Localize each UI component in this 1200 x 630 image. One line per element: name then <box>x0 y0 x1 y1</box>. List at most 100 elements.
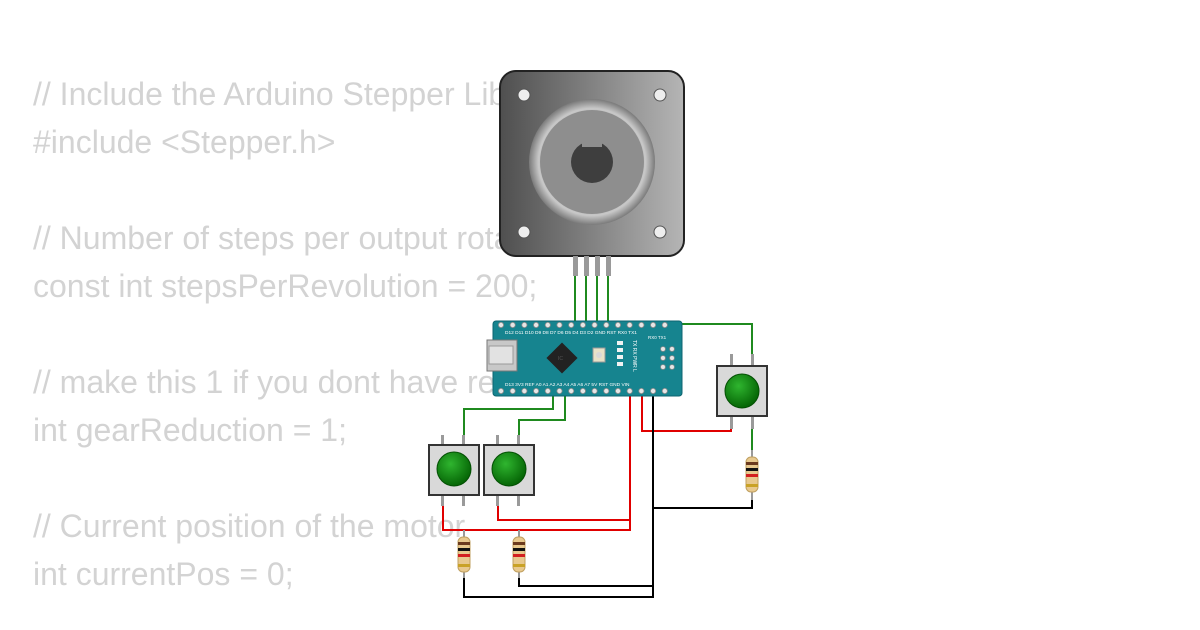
resistor-band <box>746 468 758 471</box>
button-lead <box>730 415 733 429</box>
resistor-1 <box>457 530 471 578</box>
code-line: #include <Stepper.h> <box>33 124 336 160</box>
resistor-right <box>745 450 759 500</box>
icsp-header-label: RX0 TX1 <box>648 335 667 340</box>
header-pin <box>591 387 598 394</box>
top-pin-labels: D12 D11 D10 D9 D8 D7 D6 D5 D4 D3 D2 GND … <box>505 330 637 336</box>
header-pin <box>556 321 563 328</box>
mount-hole <box>517 88 531 102</box>
code-line: int gearReduction = 1; <box>33 412 347 448</box>
resistor-band <box>746 484 758 487</box>
reset-button-cap <box>596 352 602 358</box>
mount-hole <box>653 88 667 102</box>
motor-pin <box>573 256 578 276</box>
header-pin <box>497 387 504 394</box>
icsp-pin <box>669 355 675 361</box>
button-lead <box>730 354 733 368</box>
header-pin <box>603 321 610 328</box>
shaft-flat <box>582 141 602 147</box>
header-pin <box>615 321 622 328</box>
arduino-nano: D12 D11 D10 D9 D8 D7 D6 D5 D4 D3 D2 GND … <box>486 320 683 397</box>
header-pin <box>650 321 657 328</box>
header-pin <box>579 387 586 394</box>
pushbutton-2 <box>483 435 535 506</box>
header-pin <box>626 387 633 394</box>
icsp-pin <box>660 364 666 370</box>
header-pin <box>556 387 563 394</box>
chip-label: IC <box>558 356 563 362</box>
header-pin <box>638 387 645 394</box>
header-pin <box>521 387 528 394</box>
top-pin-row <box>497 321 668 328</box>
button-lead <box>517 492 520 506</box>
resistor-band <box>513 564 525 567</box>
button-lead <box>751 415 754 429</box>
wire-5v-button2 <box>497 505 630 521</box>
motor-pin <box>595 256 600 276</box>
motor-pin <box>584 256 589 276</box>
wire-button2-signal <box>518 391 566 437</box>
button-lead <box>462 435 465 449</box>
button-cap <box>436 451 472 487</box>
icsp-pin <box>669 346 675 352</box>
led-l <box>617 362 623 366</box>
resistor-2 <box>512 530 526 578</box>
led-tx <box>617 341 623 345</box>
header-pin <box>509 387 516 394</box>
code-line: // Current position of the motor <box>33 508 466 544</box>
button-cap <box>491 451 527 487</box>
header-pin <box>568 321 575 328</box>
header-pin <box>509 321 516 328</box>
code-listing: // Include the Arduino Stepper Library#i… <box>33 70 599 598</box>
wire-right-button-signal <box>665 323 753 355</box>
button-lead <box>751 354 754 368</box>
resistor-band <box>513 548 525 551</box>
resistor-band <box>458 548 470 551</box>
resistor-band <box>513 554 525 557</box>
motor-shaft <box>571 141 613 183</box>
header-pin <box>650 387 657 394</box>
header-pin <box>661 387 668 394</box>
resistor-band <box>513 542 525 545</box>
button-lead <box>441 492 444 506</box>
header-pin <box>544 321 551 328</box>
motor-pin <box>606 256 611 276</box>
microcontroller-chip <box>546 342 578 374</box>
header-pin <box>579 321 586 328</box>
mount-hole <box>517 225 531 239</box>
wire-gnd-right <box>653 495 753 509</box>
header-pin <box>521 321 528 328</box>
icsp-pin <box>660 355 666 361</box>
header-pin <box>615 387 622 394</box>
header-pin <box>591 321 598 328</box>
resistor-band <box>746 462 758 465</box>
icsp-pin <box>669 364 675 370</box>
usb-port <box>488 345 514 365</box>
code-line: const int stepsPerRevolution = 200; <box>33 268 538 304</box>
wire-gnd-main <box>463 391 654 598</box>
header-pin <box>568 387 575 394</box>
wire-gnd-button2 <box>518 575 653 587</box>
button-cap <box>724 373 760 409</box>
header-pin <box>626 321 633 328</box>
header-pin <box>533 387 540 394</box>
resistor-band <box>458 554 470 557</box>
header-pin <box>638 321 645 328</box>
resistor-band <box>746 474 758 477</box>
resistor-band <box>458 542 470 545</box>
button-lead <box>496 492 499 506</box>
code-line: int currentPos = 0; <box>33 556 294 592</box>
pushbutton-1 <box>428 435 480 506</box>
header-pin <box>533 321 540 328</box>
bottom-pin-row <box>497 387 668 394</box>
bottom-pin-labels: D13 3V3 REF A0 A1 A2 A3 A4 A5 A6 A7 5V R… <box>505 382 630 388</box>
button-lead <box>496 435 499 449</box>
button-lead <box>462 492 465 506</box>
header-pin <box>603 387 610 394</box>
wire-5v-left <box>442 391 631 531</box>
icsp-pin <box>660 346 666 352</box>
header-pin <box>497 321 504 328</box>
mount-hole <box>653 225 667 239</box>
header-pin <box>544 387 551 394</box>
resistor-band <box>458 564 470 567</box>
